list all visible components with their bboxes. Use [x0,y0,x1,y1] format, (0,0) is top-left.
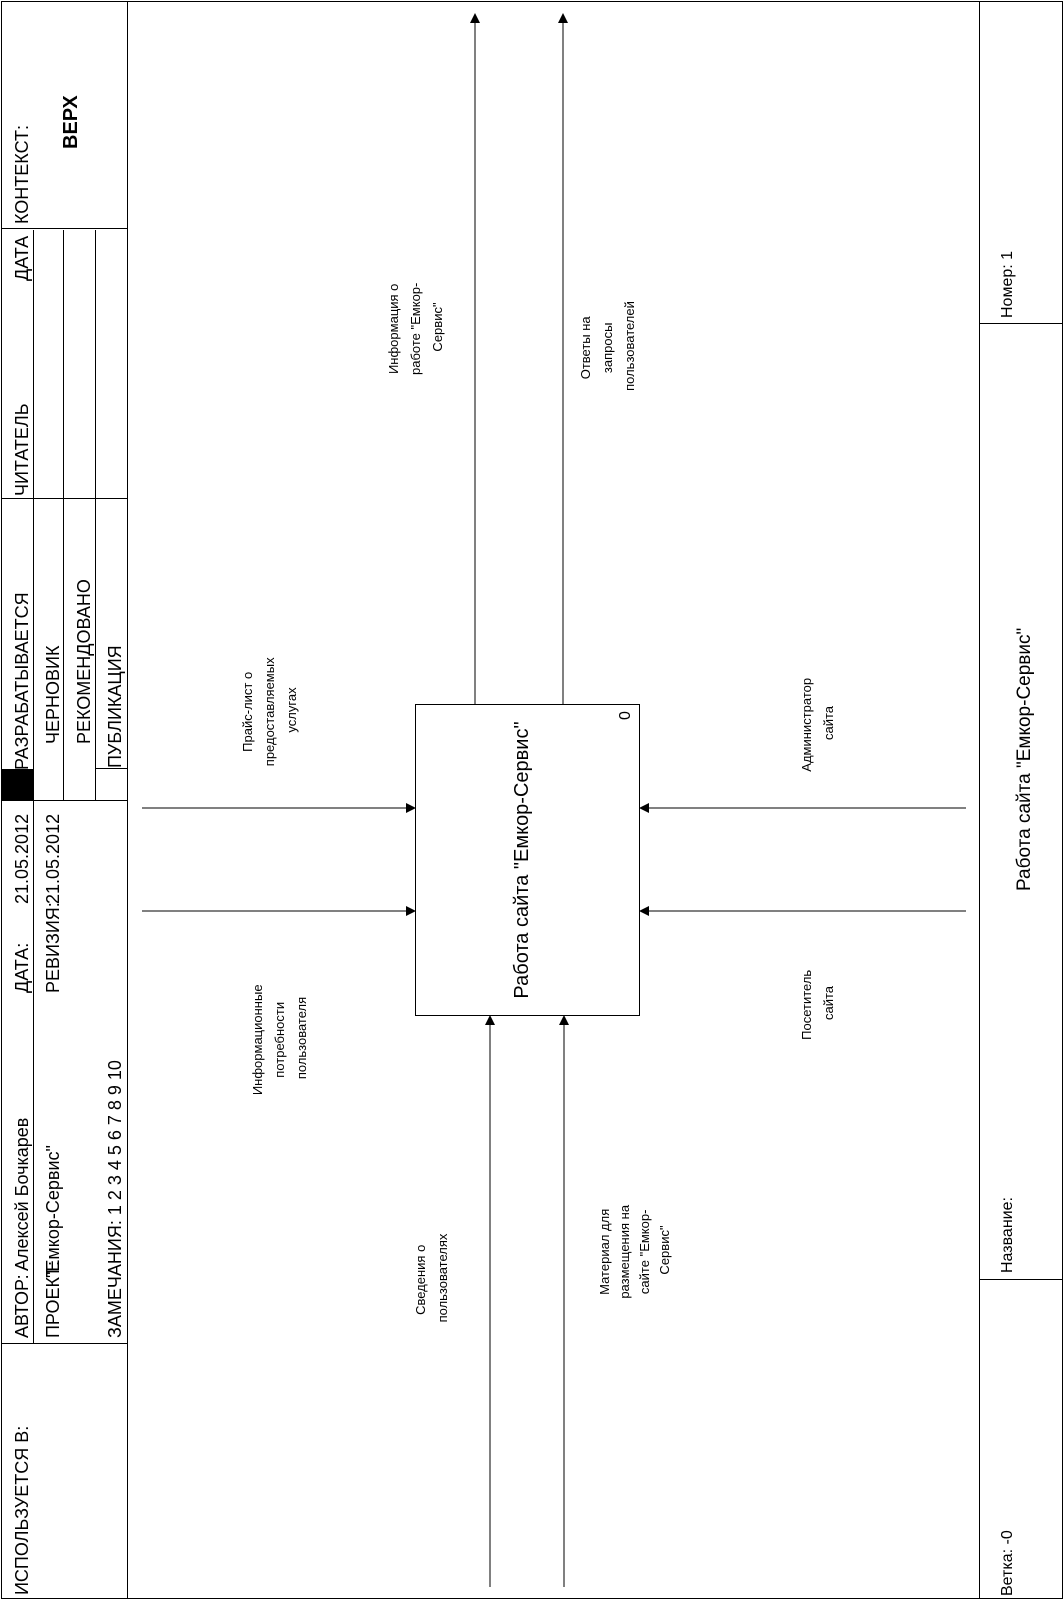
used-in-label: ИСПОЛЬЗУЕТСЯ В: [12,1426,32,1595]
label-company-info: Информация о работе "Емкор- Сервис" [386,279,445,375]
author-label: АВТОР: [12,1274,32,1338]
header-band [1,1,128,1599]
status-draft: ЧЕРНОВИК [43,645,63,744]
project-name: "Емкор-Сервис" [43,1145,63,1278]
footer-text: Ветка: -0 Название: Работа сайта "Емкор-… [999,251,1035,1596]
label-site-material: Материал для размещения на сайте "Емкор-… [597,1201,672,1298]
label-admin: Администратор сайта [799,674,836,771]
date-label: ДАТА: [12,943,32,993]
context-value: ВЕРХ [60,95,82,149]
status-publication: ПУБЛИКАЦИЯ [105,645,125,768]
label-user-answers: Ответы на запросы пользователей [578,301,637,391]
label-info-needs: Информационные потребности пользователя [250,981,309,1095]
revision-label: РЕВИЗИЯ: [43,902,63,993]
activity-box[interactable] [415,704,640,1016]
diagram-name: Работа сайта "Емкор-Сервис" [1014,628,1035,891]
label-visitor: Посетитель сайта [799,966,836,1040]
footer-band [979,1,1063,1599]
status-recommended: РЕКОМЕНДОВАНО [74,579,94,744]
activity-number: 0 [617,711,634,720]
reader-date-label: ДАТА [12,236,32,281]
number-label: Номер: 1 [999,251,1016,318]
date-value: 21.05.2012 [12,814,32,904]
project-label: ПРОЕКТ: [43,1261,63,1338]
revision-value: 21.05.2012 [43,814,63,904]
context-label: КОНТЕКСТ: [12,125,32,224]
author-name: Алексей Бочкарев [12,1118,32,1271]
status-marker [2,769,33,801]
notes-text: ЗАМЕЧАНИЯ: 1 2 3 4 5 6 7 8 9 10 [105,1060,125,1338]
reader-label: ЧИТАТЕЛЬ [12,403,32,496]
status-developing: РАЗРАБАТЫВАЕТСЯ [12,592,32,770]
label-user-data: Сведения о пользователях [413,1233,450,1322]
name-label: Название: [999,1197,1016,1273]
header-text: ИСПОЛЬЗУЕТСЯ В: АВТОР: Алексей Бочкарев … [12,95,125,1595]
activity-title: Работа сайта "Емкор-Сервис" [511,721,533,998]
branch-label: Ветка: -0 [999,1530,1016,1596]
label-price-list: Прайс-лист о предоставляемых услугах [240,654,299,766]
